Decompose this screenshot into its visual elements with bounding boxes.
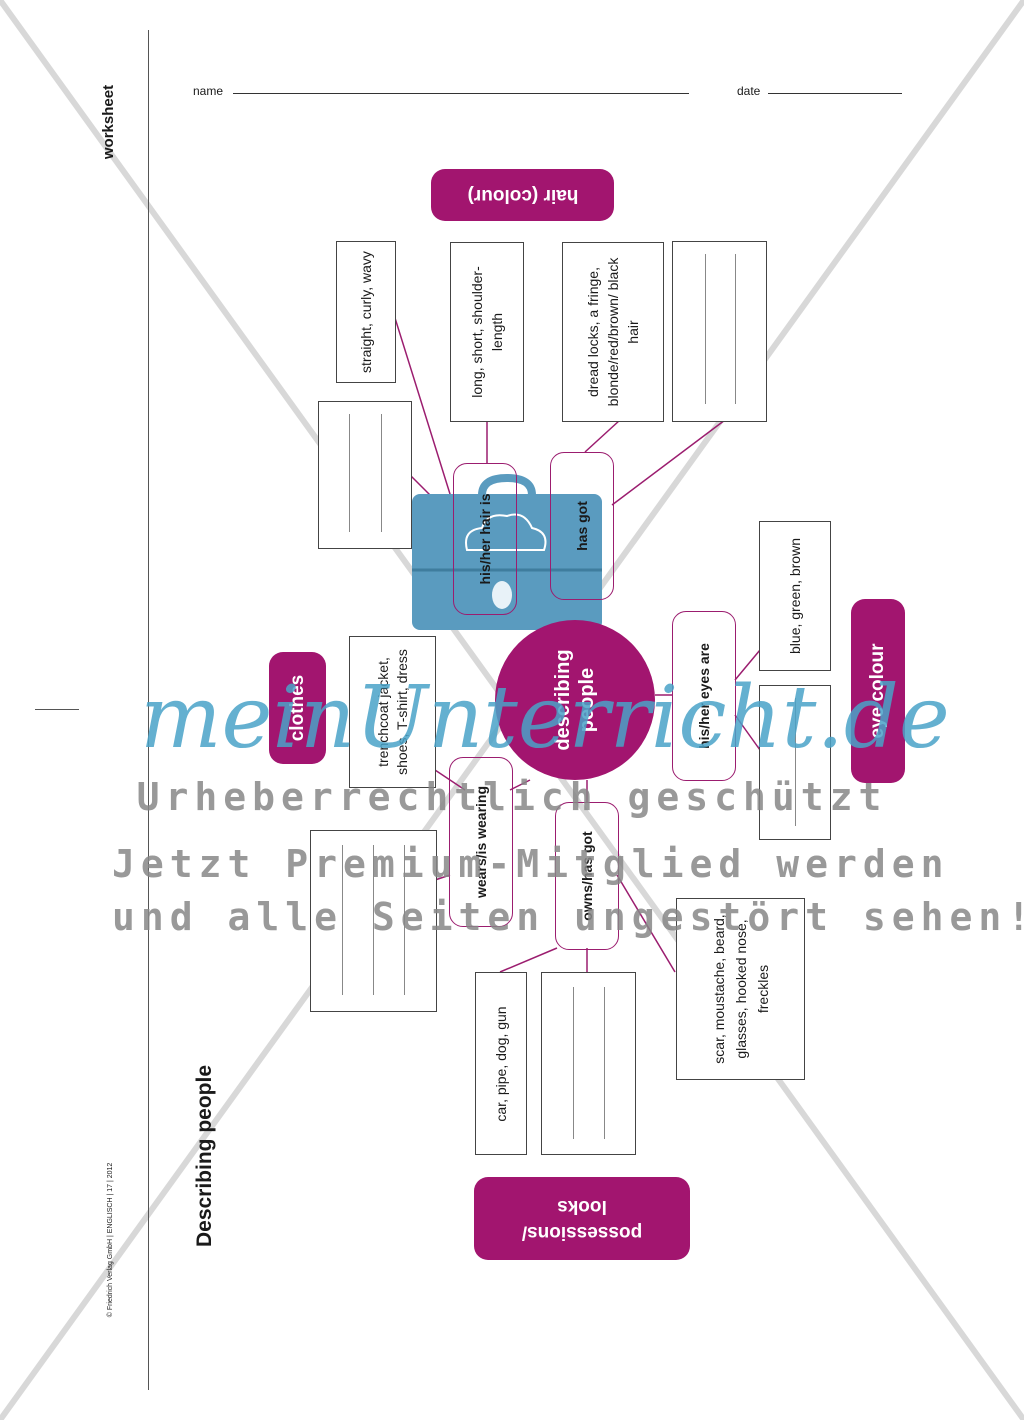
date-field[interactable] [768,93,902,94]
connector-has-got: has got [550,452,614,600]
watermark-line-3: und alle Seiten ungestört sehen! [112,895,1024,939]
category-clothes: clothes [269,652,326,764]
example-eye-colours: blue, green, brown [759,521,831,671]
watermark-line-2: Jetzt Premium-Mitglied werden [112,842,950,886]
blank-box-hair-left[interactable] [318,401,412,549]
connector-eyes-are: his/her eyes are [672,611,736,781]
date-label: date [737,84,761,98]
name-field[interactable] [233,93,689,94]
fold-mark [35,709,79,710]
blank-box-possessions[interactable] [541,972,636,1155]
example-hair-features: dread locks, a fringe, blonde/red/brown/… [562,242,664,422]
watermark-logo: meinUnterricht.de [140,668,950,768]
blank-box-clothes[interactable] [310,830,437,1012]
name-label: name [193,84,224,98]
watermark-line-1: Urheberrechtlich geschützt [136,775,888,819]
connector-hair-is: his/her hair is [453,463,517,615]
example-hair-texture: straight, curly, wavy [336,241,396,383]
category-eye-colour: eye colour [851,599,905,783]
category-hair-label: hair (colour) [467,185,578,206]
blank-box-eye[interactable] [759,685,831,840]
center-topic: describing people [495,620,655,780]
connector-wears: wears/is wearing [449,757,513,927]
example-possessions: car, pipe, dog, gun [475,972,527,1155]
example-hair-length: long, short, shoulder-length [450,242,524,422]
blank-box-hair[interactable] [672,241,767,422]
connector-owns: owns/has got [555,802,619,950]
category-possessions-looks: possessions/ looks [474,1177,690,1260]
margin-line [148,30,149,1390]
category-hair-colour: hair (colour) [431,169,614,221]
example-clothes: trenchcoat jacket, shoes, T-shirt, dress [349,636,436,788]
example-looks: scar, moustache, beard, glasses, hooked … [676,898,805,1080]
